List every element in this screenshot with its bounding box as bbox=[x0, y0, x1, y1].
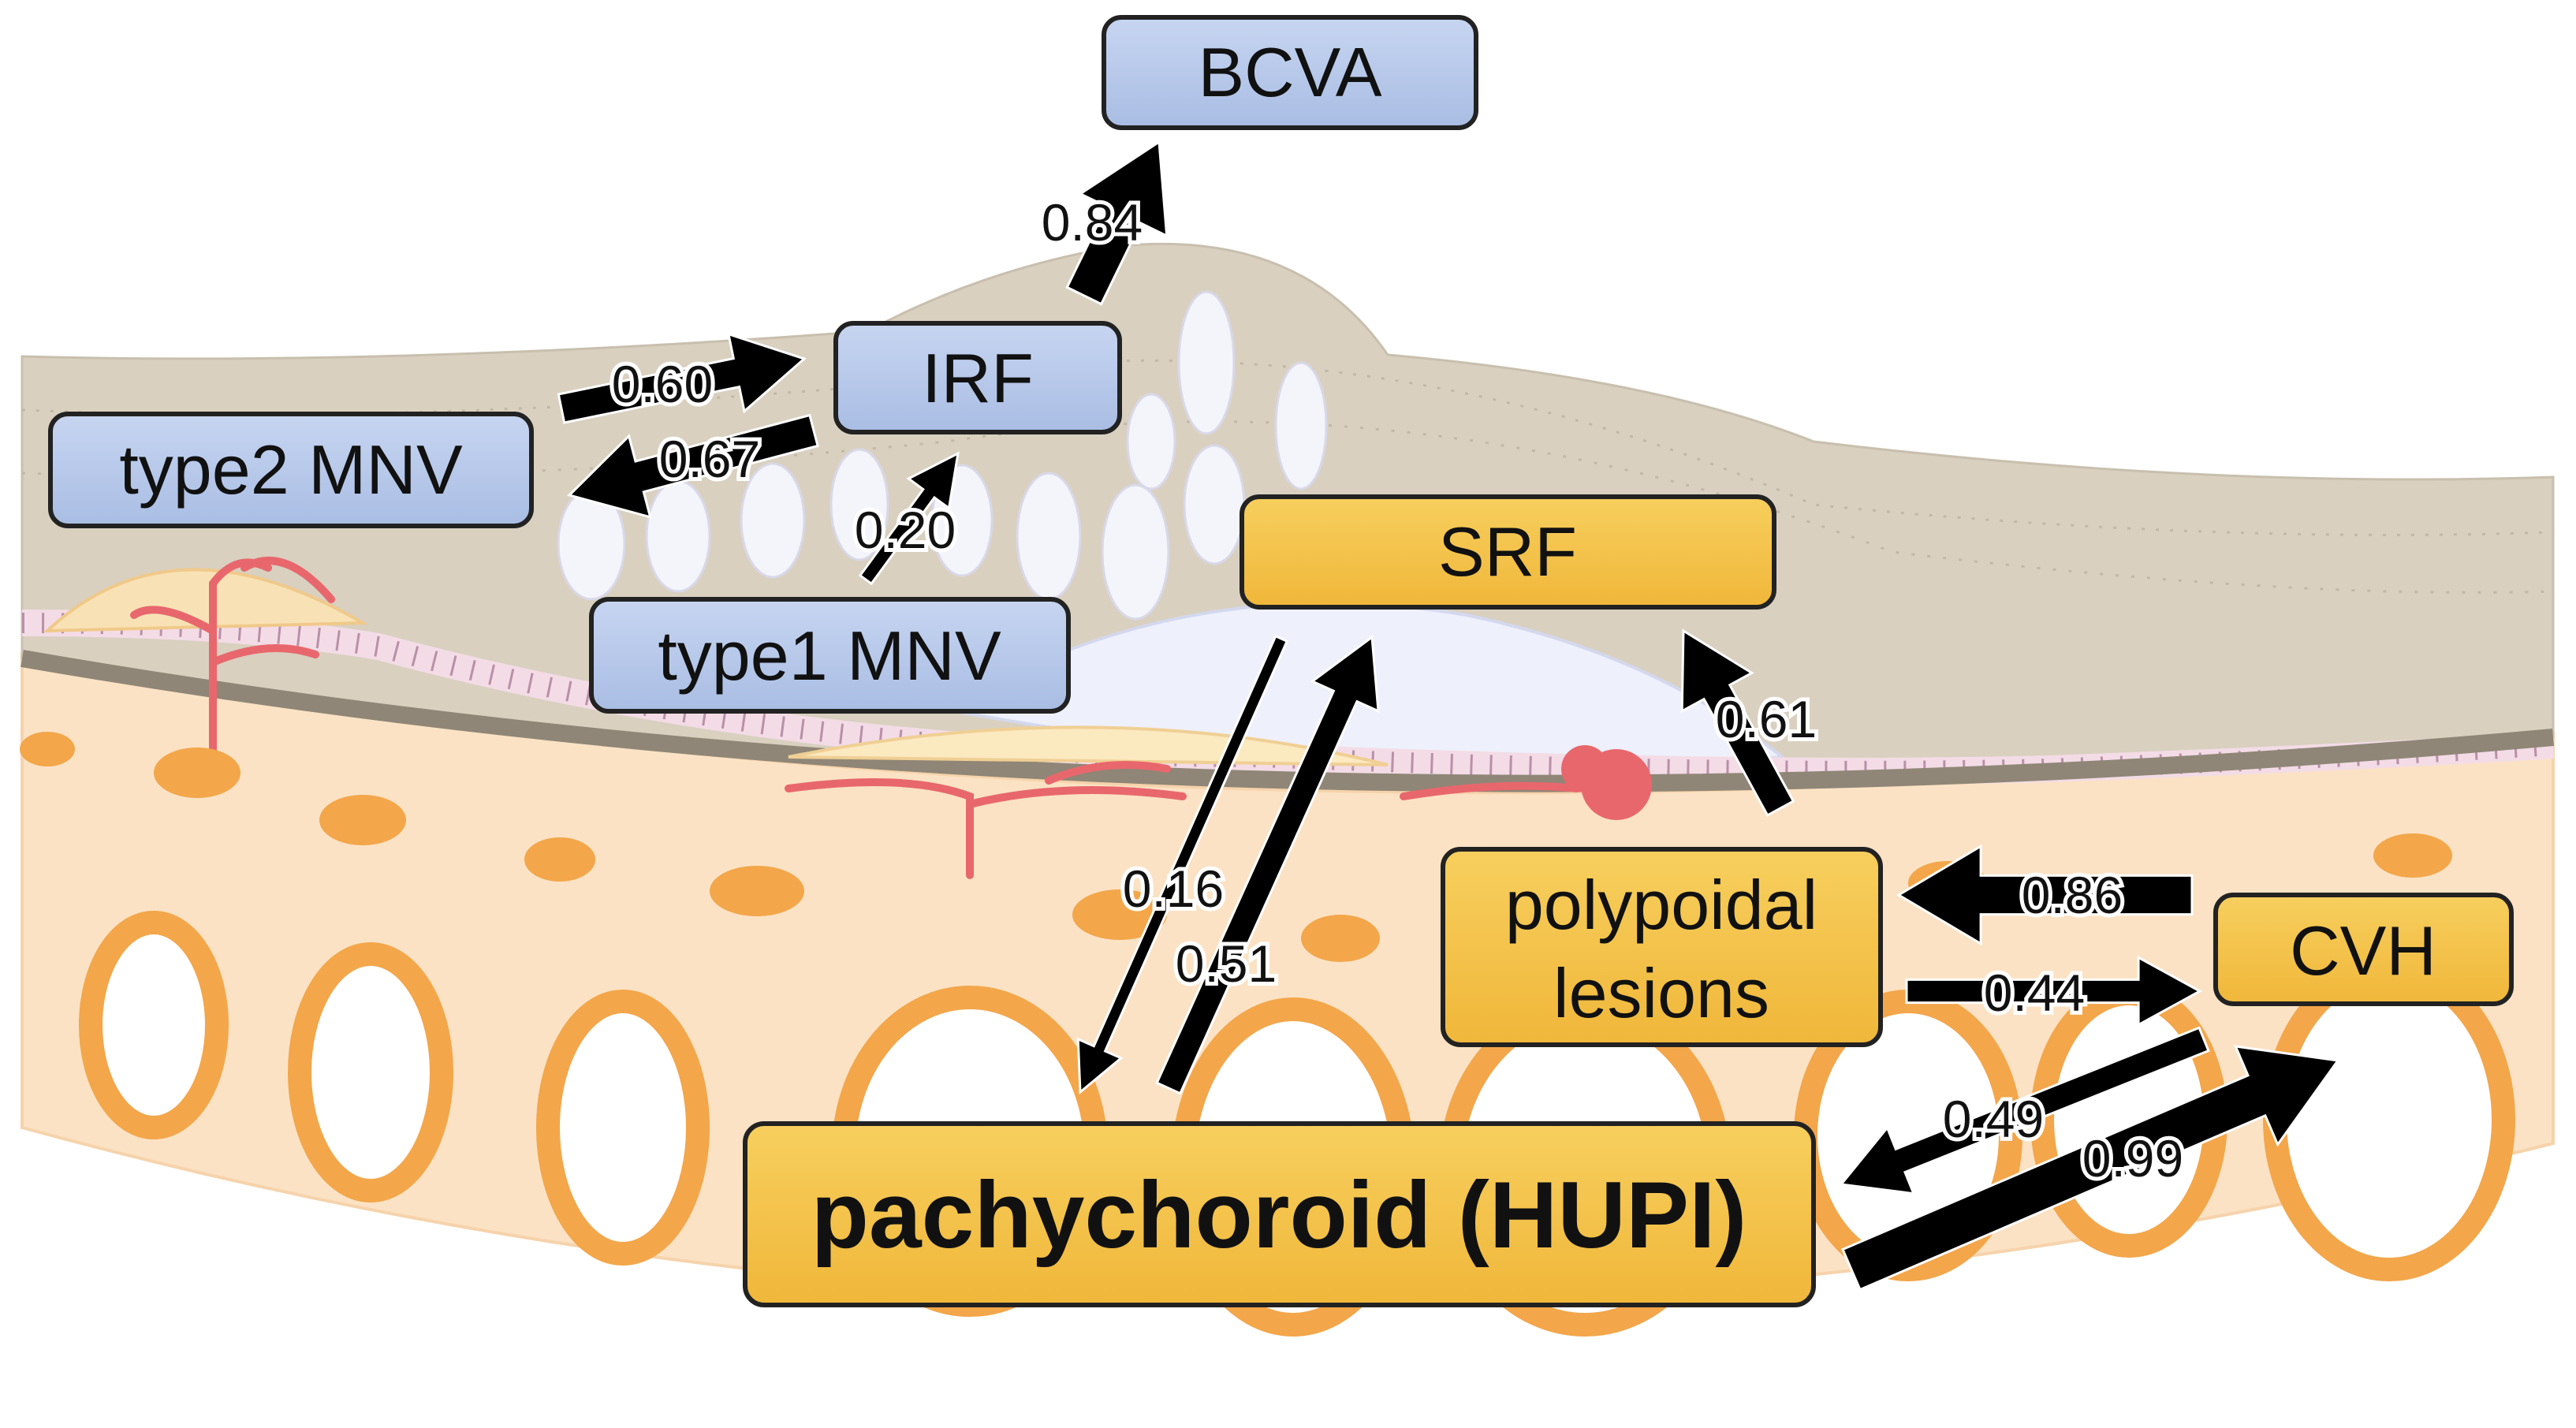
polyp-nodule bbox=[1561, 745, 1609, 792]
edge-label-irf-type2: 0.67 bbox=[659, 430, 760, 488]
ped-mound bbox=[43, 568, 369, 633]
node-cvh: CVH bbox=[2213, 893, 2514, 1006]
arrow-cvh-to-poly bbox=[1896, 844, 2194, 946]
edge-label-poly-cvh: 0.44 bbox=[1984, 964, 2085, 1022]
node-polypoidal-lesions: polypoidal lesions bbox=[1441, 847, 1883, 1047]
edge-label-cvh-pachy: 0.49 bbox=[1943, 1090, 2044, 1148]
node-label-type1-mnv: type1 MNV bbox=[658, 617, 1001, 695]
arrow-poly-to-cvh bbox=[1905, 955, 2203, 1027]
edge-label-irf-bcva: 0.84 bbox=[1042, 193, 1143, 252]
node-label-srf: SRF bbox=[1438, 513, 1577, 591]
bruch-membrane bbox=[21, 650, 2554, 792]
node-label-pachychoroid: pachychoroid (HUPI) bbox=[811, 1162, 1747, 1268]
arrow-pachy-to-srf bbox=[1155, 635, 1380, 1095]
node-label-polypoidal: polypoidal bbox=[1505, 866, 1817, 944]
neovascular-capillaries bbox=[130, 557, 1581, 879]
node-irf: IRF bbox=[833, 321, 1122, 434]
node-srf: SRF bbox=[1240, 494, 1776, 610]
node-type2-mnv: type2 MNV bbox=[48, 412, 534, 528]
node-bcva: BCVA bbox=[1102, 15, 1478, 130]
arrow-poly-to-srf bbox=[1680, 628, 1795, 817]
node-label-bcva: BCVA bbox=[1198, 33, 1381, 111]
arrow-srf-to-pachy bbox=[1076, 634, 1289, 1095]
arrow-irf-to-bcva bbox=[1065, 140, 1169, 306]
node-type1-mnv: type1 MNV bbox=[589, 597, 1071, 714]
arrow-type1-to-irf bbox=[858, 451, 960, 586]
node-label-lesions: lesions bbox=[1553, 954, 1769, 1032]
arrow-layer bbox=[557, 140, 2340, 1292]
arrow-pachy-to-cvh bbox=[1841, 1045, 2340, 1292]
arrow-type2-to-irf bbox=[557, 332, 807, 424]
edge-label-cvh-poly: 0.86 bbox=[2022, 866, 2123, 924]
arrow-irf-to-type2 bbox=[567, 413, 819, 519]
edge-labels: 0.84 0.60 0.67 0.20 0.16 0.51 0.61 0.86 … bbox=[608, 189, 2187, 1191]
edge-label-srf-pachy: 0.16 bbox=[1123, 859, 1224, 918]
node-label-irf: IRF bbox=[922, 339, 1034, 417]
node-label-type2-mnv: type2 MNV bbox=[119, 431, 463, 509]
edge-label-pachy-cvh: 0.99 bbox=[2082, 1129, 2183, 1188]
node-label-cvh: CVH bbox=[2290, 912, 2436, 990]
edge-label-pachy-srf: 0.51 bbox=[1176, 934, 1277, 993]
arrow-cvh-to-pachy bbox=[1839, 1026, 2210, 1195]
edge-label-poly-srf: 0.61 bbox=[1716, 690, 1817, 748]
edge-label-type1-irf: 0.20 bbox=[855, 501, 956, 559]
node-pachychoroid: pachychoroid (HUPI) bbox=[743, 1121, 1816, 1307]
intraretinal-cysts bbox=[557, 290, 1328, 621]
edge-label-type2-irf: 0.60 bbox=[612, 355, 713, 413]
